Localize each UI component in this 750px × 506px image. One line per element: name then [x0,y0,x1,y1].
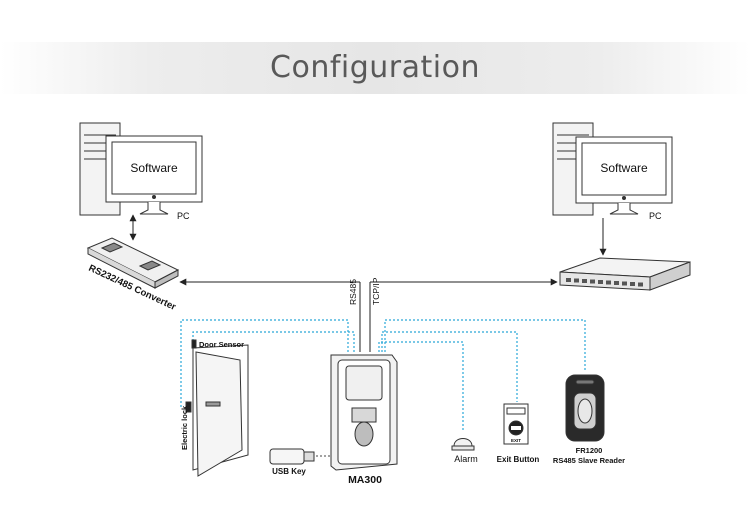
rs485-link-label: RS485 [348,279,358,305]
switch-port [574,278,579,283]
door-handle [205,401,221,407]
network-switch [559,257,691,291]
door-sensor-label: Door Sensor [199,340,244,349]
wire-alarm [378,341,464,432]
title-banner: Configuration [0,42,750,94]
alarm-label: Alarm [454,454,478,464]
exit-button-label: Exit Button [497,455,540,464]
electric-lock-block [185,401,192,413]
switch-port [638,282,643,287]
pc-right-label: PC [649,211,662,221]
pc-left [79,122,203,216]
ma300-screen [345,365,383,401]
exit-button [503,403,529,445]
tcpip-link-label: TCP/IP [371,277,381,305]
electric-lock-label: Electric lock [180,405,189,450]
rs232-485-converter [86,237,180,289]
ma300-fingerprint-sensor [354,421,374,447]
pc-right [552,122,673,216]
switch-port [630,282,635,286]
wire-slave-reader [384,319,586,372]
door-leaf [195,351,243,477]
usb-key-label: USB Key [272,467,306,476]
switch-port [606,280,611,285]
switch-port [582,279,587,283]
dotted-wiring [180,319,586,432]
slave-reader-model: FR1200 [576,446,603,455]
switch-port [622,281,627,286]
wire-door-sensor [192,331,355,352]
switch-port [566,278,571,282]
door [185,339,249,477]
ma300-label: MA300 [348,474,382,486]
switch-port [598,280,603,284]
page-title: Configuration [270,50,480,85]
slave-reader-label: RS485 Slave Reader [553,456,625,465]
wire-exit-button [381,331,518,402]
switch-ports [566,278,643,287]
pc-right-screen-text: Software [600,161,648,175]
exit-button-face-text: EXIT [511,438,521,443]
ma300-device [330,354,398,471]
switch-port [590,279,595,284]
fr1200-slave-reader [565,374,605,442]
alarm [451,438,475,451]
switch-port [614,281,619,285]
pc-left-screen-text: Software [130,161,178,175]
usb-key [269,448,315,465]
pc-left-label: PC [177,211,190,221]
door-sensor-block [191,339,197,349]
wire-electric-lock [180,319,349,408]
